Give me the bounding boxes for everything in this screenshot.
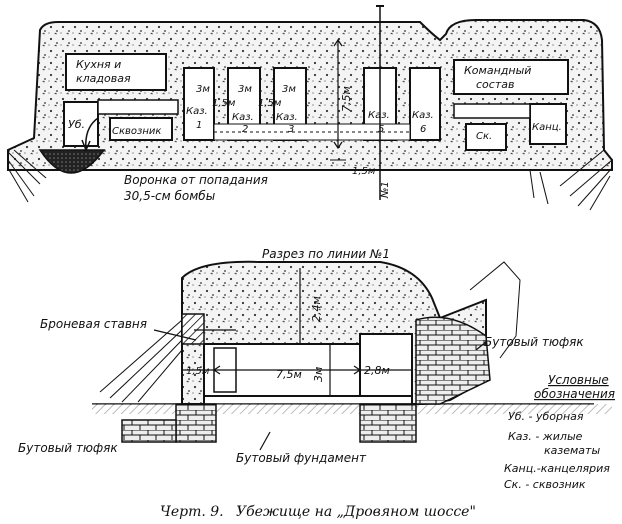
section-marker: №1 — [380, 181, 391, 199]
corridor-left — [97, 99, 179, 115]
room-sk — [465, 123, 507, 151]
legend-item-ub: Уб. - уборная — [508, 410, 584, 423]
legend-item-kaz-2: казематы — [544, 444, 600, 457]
dim-15m-section: 1,5м — [186, 366, 210, 377]
kaz1-label: Каз. — [186, 106, 208, 117]
kaz5-number: 5 — [378, 124, 384, 135]
legend-item-sk: Ск. - сквозник — [504, 478, 586, 491]
corridor-right — [453, 103, 531, 119]
dim-3m-1: 3м — [196, 84, 210, 95]
armor-shutter-label: Броневая ставня — [40, 317, 147, 331]
armor-shutter — [181, 313, 205, 345]
sk-label: Ск. — [476, 131, 492, 142]
crater-arrow — [85, 117, 99, 151]
rubble-mattress-right-label: Бутовый тюфяк — [484, 335, 584, 349]
dim-3m-2: 3м — [238, 84, 252, 95]
room-kants — [529, 103, 567, 145]
caption-text: Убежище на „Дровяном шоссе" — [236, 504, 476, 520]
section-view: Разрез по линии №1 2,4м — [18, 247, 612, 465]
room-command — [453, 59, 569, 95]
legend-item-kaz: Каз. - жилые — [508, 430, 583, 443]
kaz3-label: Каз. — [276, 112, 298, 123]
kitchen-label-1: Кухня и — [76, 58, 121, 71]
right-slope — [469, 261, 521, 359]
kaz1-number: 1 — [196, 120, 202, 131]
skvoznik-label: Сквозник — [112, 126, 161, 137]
room-kaz1 — [183, 67, 215, 141]
plan-view: Кухня и кладовая Командный состав Уб. Ск… — [7, 5, 613, 211]
ub-label: Уб. — [68, 118, 85, 131]
legend: Условные обозначения Уб. - уборная Каз. … — [504, 373, 615, 491]
section-title: Разрез по линии №1 — [262, 247, 390, 261]
dim-28m-section: 2,8м — [364, 364, 390, 377]
kaz6-number: 6 — [420, 124, 426, 135]
legend-heading-2: обозначения — [534, 387, 615, 401]
dim-3m-3: 3м — [282, 84, 296, 95]
ground-rays-left — [7, 149, 47, 203]
rubble-foundation-label: Бутовый фундамент — [236, 451, 367, 465]
command-label-1: Командный — [464, 64, 531, 77]
kitchen-label-2: кладовая — [76, 72, 131, 85]
caption-prefix: Черт. 9. — [160, 504, 224, 520]
kants-label: Канц. — [532, 122, 562, 133]
kaz6-label: Каз. — [412, 110, 434, 121]
legend-item-kants: Канц.-канцелярия — [504, 462, 610, 475]
section-ground-rays — [99, 319, 183, 403]
rubble-mattress-left — [121, 419, 177, 443]
ground-rays-right — [529, 149, 613, 211]
dim-3m-section: 3м — [312, 367, 325, 382]
command-label-2: состав — [476, 78, 514, 91]
dim-15m-bottom: 1,5м — [352, 166, 376, 177]
rubble-foundation-right — [359, 403, 417, 443]
kaz3-number: 3 — [288, 124, 294, 135]
rubble-foundation-left — [175, 403, 217, 443]
dim-24m: 2,4м — [310, 296, 323, 322]
dim-75m-section: 7,5м — [276, 368, 302, 381]
dim-15m-1: 1,5м — [212, 98, 236, 109]
kaz5-label: Каз. — [368, 110, 390, 121]
kaz2-label: Каз. — [232, 112, 254, 123]
legend-heading-1: Условные — [548, 373, 609, 387]
room-kitchen — [65, 53, 167, 91]
bomb-crater — [38, 149, 106, 174]
dim-15m-2: 1,5м — [258, 98, 282, 109]
kaz2-number: 2 — [242, 124, 248, 135]
room-kaz6 — [409, 67, 441, 141]
section-interior-right — [359, 333, 413, 397]
dim-75m-plan: 7,5м — [340, 86, 353, 112]
rubble-mattress-left-label: Бутовый тюфяк — [18, 441, 118, 455]
rubble-mattress-right — [415, 316, 491, 405]
crater-label-2: 30,5-см бомбы — [124, 189, 215, 203]
room-skvoznik — [109, 117, 173, 141]
crater-label-1: Воронка от попадания — [124, 173, 268, 187]
